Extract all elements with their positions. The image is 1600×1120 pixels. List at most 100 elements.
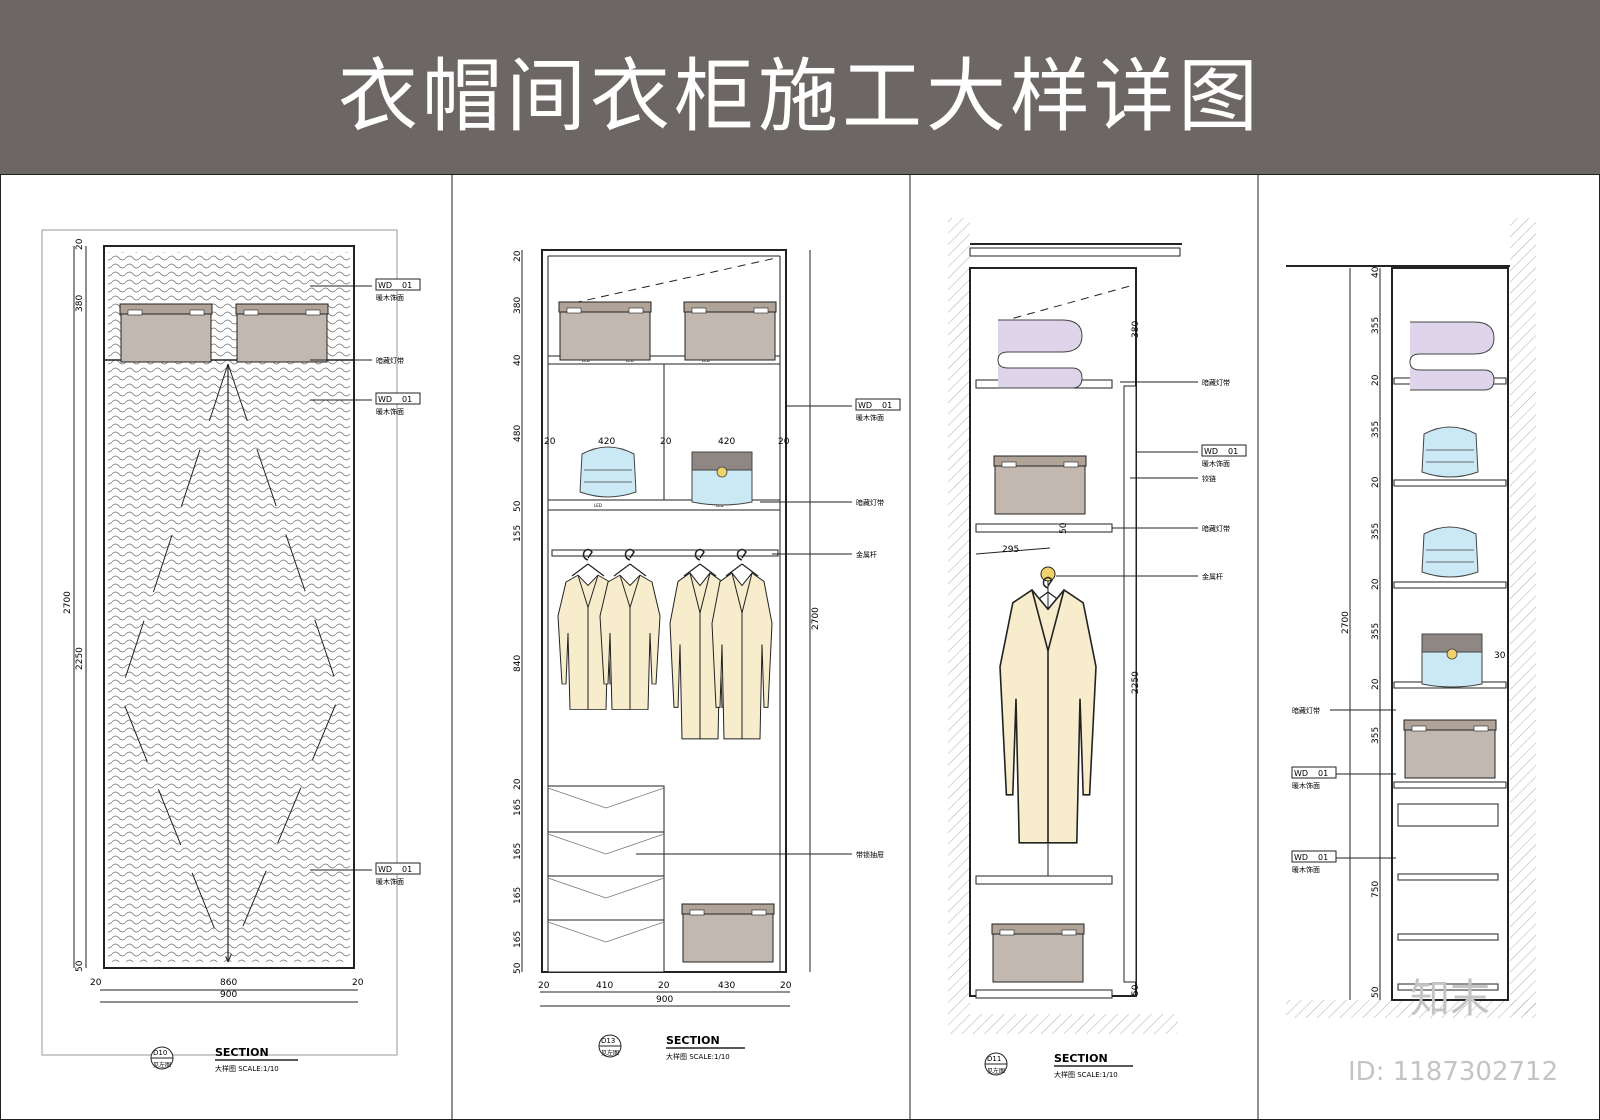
svg-text:155: 155 bbox=[513, 525, 523, 542]
panel-elevation-doors: 2700 20 380 2250 50 20 860 20 900 WD 01 … bbox=[41, 229, 421, 1073]
svg-text:50: 50 bbox=[1059, 522, 1069, 534]
svg-text:355: 355 bbox=[1371, 317, 1381, 334]
svg-text:WD: WD bbox=[1204, 447, 1218, 456]
svg-text:暗藏灯带: 暗藏灯带 bbox=[1202, 524, 1230, 533]
svg-text:暖木饰面: 暖木饰面 bbox=[856, 413, 884, 422]
svg-text:知末: 知末 bbox=[1410, 976, 1490, 1022]
svg-text:暗藏灯带: 暗藏灯带 bbox=[1292, 706, 1320, 715]
svg-text:01: 01 bbox=[402, 395, 412, 404]
led-label: LED bbox=[594, 503, 602, 508]
material-tag: 暗藏灯带 bbox=[1120, 378, 1230, 387]
svg-text:大样图 SCALE:1/10: 大样图 SCALE:1/10 bbox=[215, 1064, 279, 1073]
material-tag: WD 01 暖木饰面 bbox=[310, 862, 421, 886]
svg-text:50: 50 bbox=[513, 500, 523, 512]
material-tag: WD 01 暖木饰面 bbox=[786, 398, 901, 422]
material-tag: 带锁抽屉 bbox=[636, 850, 884, 859]
svg-text:20: 20 bbox=[544, 437, 556, 447]
watermark: 知末 ID: 1187302712 bbox=[1348, 976, 1558, 1087]
svg-text:铰链: 铰链 bbox=[1202, 474, 1216, 483]
svg-text:480: 480 bbox=[513, 425, 523, 442]
svg-text:暗藏灯带: 暗藏灯带 bbox=[856, 498, 884, 507]
svg-text:2250: 2250 bbox=[1131, 671, 1141, 694]
svg-text:420: 420 bbox=[718, 437, 735, 447]
panel-section-open: LED LED LED LED LED 20 380 40 480 50 155 bbox=[513, 249, 901, 1061]
svg-text:01: 01 bbox=[882, 401, 892, 410]
svg-text:50: 50 bbox=[513, 962, 523, 974]
material-tag: WD 01 暖木饰面 bbox=[1291, 850, 1396, 874]
svg-text:01: 01 bbox=[402, 865, 412, 874]
svg-text:430: 430 bbox=[718, 981, 735, 991]
svg-text:01: 01 bbox=[1318, 853, 1328, 862]
svg-text:50: 50 bbox=[1371, 986, 1381, 998]
svg-text:暖木饰面: 暖木饰面 bbox=[1292, 865, 1320, 874]
svg-text:50: 50 bbox=[1131, 984, 1141, 996]
svg-text:金属杆: 金属杆 bbox=[856, 550, 877, 559]
svg-text:SECTION: SECTION bbox=[1054, 1052, 1108, 1065]
svg-text:WD: WD bbox=[378, 281, 392, 290]
dim-label: 860 bbox=[220, 978, 237, 988]
dim-label: 20 bbox=[75, 238, 85, 250]
svg-text:带锁抽屉: 带锁抽屉 bbox=[856, 850, 884, 859]
svg-text:2700: 2700 bbox=[811, 607, 821, 630]
svg-text:WD: WD bbox=[378, 865, 392, 874]
svg-text:40: 40 bbox=[513, 354, 523, 366]
drawing-sheet: 2700 20 380 2250 50 20 860 20 900 WD 01 … bbox=[0, 174, 1600, 1120]
svg-text:暖木饰面: 暖木饰面 bbox=[376, 407, 404, 416]
svg-text:900: 900 bbox=[656, 995, 673, 1005]
material-tag: WD 01 暖木饰面 bbox=[310, 392, 421, 416]
svg-text:165: 165 bbox=[513, 799, 523, 816]
svg-text:SECTION: SECTION bbox=[215, 1046, 269, 1059]
material-tag: 金属杆 bbox=[772, 550, 877, 559]
svg-text:355: 355 bbox=[1371, 623, 1381, 640]
panel-side-shelves: 2700 40 355 20 355 20 355 20 355 20 355 … bbox=[1286, 218, 1536, 1018]
svg-text:暗藏灯带: 暗藏灯带 bbox=[1202, 378, 1230, 387]
svg-text:420: 420 bbox=[598, 437, 615, 447]
dim-label: 900 bbox=[220, 990, 237, 1000]
svg-text:WD: WD bbox=[858, 401, 872, 410]
svg-text:30: 30 bbox=[1494, 651, 1506, 661]
svg-text:20: 20 bbox=[1371, 578, 1381, 590]
material-tag: 金属杆 bbox=[1056, 572, 1223, 581]
svg-text:大样图 SCALE:1/10: 大样图 SCALE:1/10 bbox=[1054, 1070, 1118, 1079]
material-tag: WD 01 暖木饰面 bbox=[1291, 766, 1396, 790]
dim-label: 380 bbox=[75, 295, 85, 312]
dim-label: 2250 bbox=[75, 647, 85, 670]
svg-text:暗藏灯带: 暗藏灯带 bbox=[376, 356, 404, 365]
svg-text:410: 410 bbox=[596, 981, 613, 991]
svg-text:20: 20 bbox=[660, 437, 672, 447]
svg-text:20: 20 bbox=[658, 981, 670, 991]
svg-text:WD: WD bbox=[378, 395, 392, 404]
svg-text:20: 20 bbox=[513, 778, 523, 790]
svg-text:见左图: 见左图 bbox=[601, 1049, 619, 1057]
svg-text:暖木饰面: 暖木饰面 bbox=[376, 293, 404, 302]
dim-label: 20 bbox=[90, 978, 102, 988]
svg-text:295: 295 bbox=[1002, 545, 1019, 555]
svg-text:20: 20 bbox=[1371, 374, 1381, 386]
svg-text:40: 40 bbox=[1371, 266, 1381, 278]
material-tag: 暗藏灯带 bbox=[310, 356, 404, 365]
svg-text:见左图: 见左图 bbox=[987, 1067, 1005, 1075]
dim-label: 20 bbox=[352, 978, 364, 988]
material-tag: 铰链 bbox=[1130, 474, 1216, 483]
material-tag: 暗藏灯带 bbox=[760, 498, 884, 507]
svg-text:D10: D10 bbox=[153, 1049, 167, 1057]
svg-text:355: 355 bbox=[1371, 523, 1381, 540]
svg-text:金属杆: 金属杆 bbox=[1202, 572, 1223, 581]
svg-text:20: 20 bbox=[513, 250, 523, 262]
svg-text:20: 20 bbox=[1371, 476, 1381, 488]
svg-text:暖木饰面: 暖木饰面 bbox=[376, 877, 404, 886]
svg-text:WD: WD bbox=[1294, 769, 1308, 778]
svg-text:SECTION: SECTION bbox=[666, 1034, 720, 1047]
svg-text:01: 01 bbox=[1228, 447, 1238, 456]
page-title: 衣帽间衣柜施工大样详图 bbox=[338, 50, 1262, 143]
svg-text:380: 380 bbox=[1131, 321, 1141, 338]
svg-text:01: 01 bbox=[1318, 769, 1328, 778]
svg-text:暖木饰面: 暖木饰面 bbox=[1202, 459, 1230, 468]
dim-total-height: 2700 bbox=[63, 591, 73, 614]
svg-text:750: 750 bbox=[1371, 881, 1381, 898]
svg-text:380: 380 bbox=[513, 297, 523, 314]
svg-text:20: 20 bbox=[1371, 678, 1381, 690]
svg-text:WD: WD bbox=[1294, 853, 1308, 862]
section-title: D11 见左图 SECTION 大样图 SCALE:1/10 bbox=[984, 1052, 1133, 1079]
svg-text:D11: D11 bbox=[987, 1055, 1001, 1063]
